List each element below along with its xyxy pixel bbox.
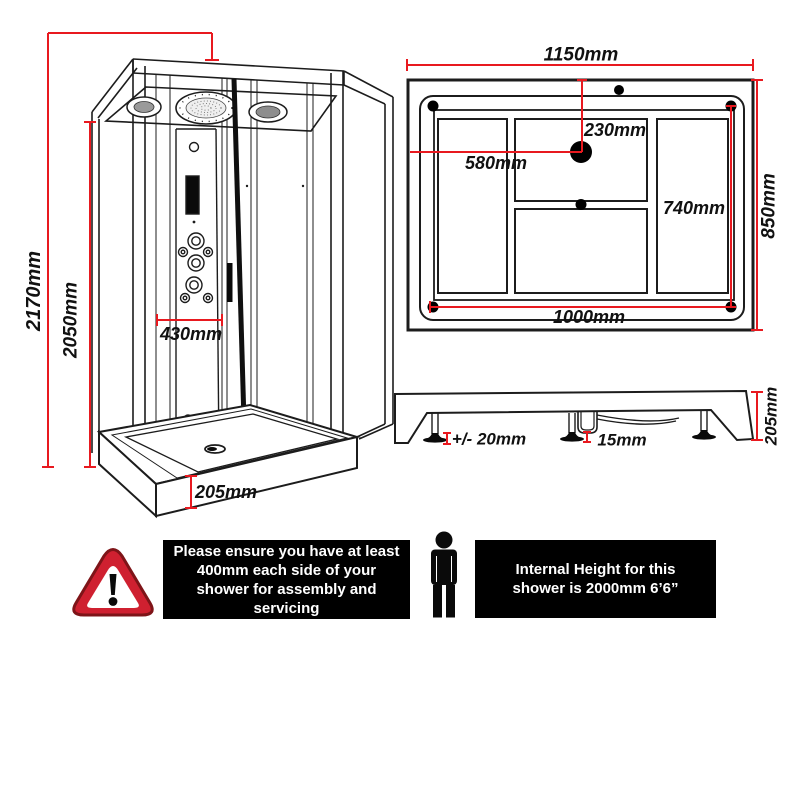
label-side-tray-height: 205mm [761,386,781,446]
ceiling-vent-icon [248,101,288,123]
label-drain-from-left: 580mm [464,153,528,173]
label-cabin-inner-height: 2050mm [60,281,82,359]
tray-top-view-dimension-lines [406,59,763,331]
label-tray-inner-depth: 740mm [662,198,726,218]
ceiling-speaker-icon [126,96,162,118]
label-tray-depth: 850mm [758,173,780,239]
label-cabin-total-height: 2170mm [23,250,45,332]
label-cabin-tray-height: 205mm [194,482,258,502]
cabin-dimension-lines [42,32,223,509]
panel-display [185,175,200,215]
tray-side-view [394,389,755,444]
label-door-width: 430mm [159,324,223,344]
door-seam [231,78,248,457]
control-panel [175,128,305,457]
label-drain-from-top: 230mm [583,120,647,140]
warning-triangle-icon [72,548,154,617]
door-handle [227,263,233,302]
clearance-warning-note: Please ensure you have at least 400mm ea… [163,540,410,619]
label-tray-width: 1150mm [543,44,619,66]
label-waste-clearance: 15mm [597,430,647,450]
label-foot-adjustment: +/- 20mm [451,429,527,449]
rain-shower-head-icon [175,91,237,125]
shower-cabin-drawing [91,58,394,483]
cabin-tray-base [96,403,361,519]
label-tray-inner-width: 1000mm [552,307,626,327]
internal-height-note: Internal Height for this shower is 2000m… [475,540,716,618]
person-icon [431,531,457,618]
tray-side-view-dimension-lines [443,391,763,445]
